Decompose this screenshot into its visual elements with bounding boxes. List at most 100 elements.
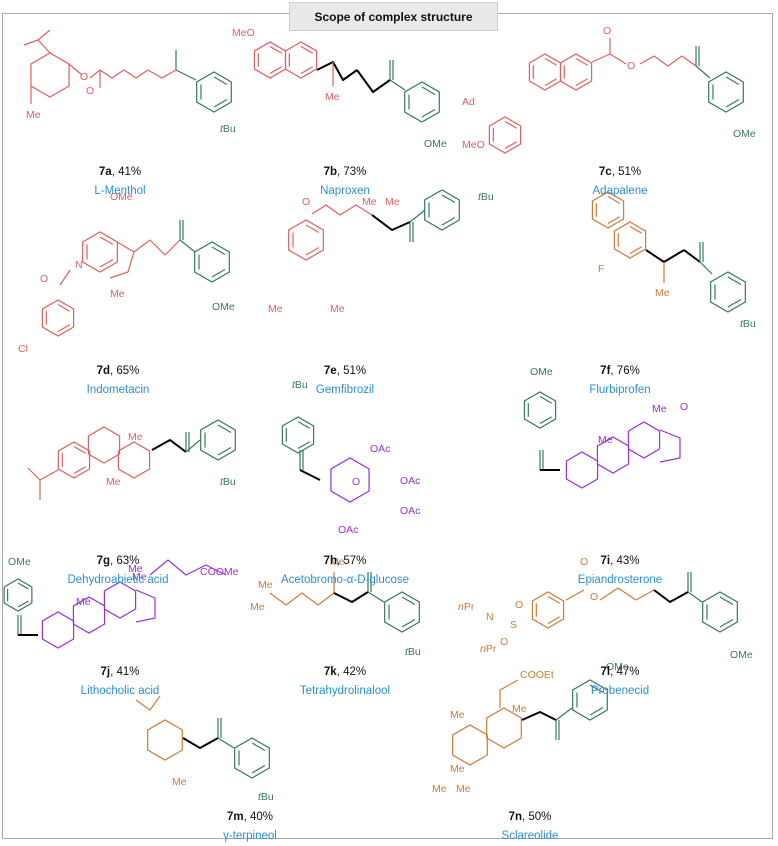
- atom-label-Me: Me: [655, 287, 670, 299]
- linker-chain: [683, 249, 701, 263]
- atom-label-Me: Me: [76, 596, 91, 608]
- cyclohexane-ring: [147, 719, 183, 761]
- aromatic-double-bond: [73, 466, 86, 475]
- compound-yield: , 57%: [337, 555, 367, 567]
- aromatic-double-bond: [725, 98, 740, 108]
- atom-label-tBu: tBu: [220, 123, 236, 135]
- compound-id: 7l: [600, 666, 611, 678]
- aromatic-double-bond: [547, 595, 560, 604]
- indole-pyrrole: [109, 241, 135, 279]
- linker-chain: [645, 249, 685, 263]
- atom-label-Me: Me: [128, 563, 143, 575]
- atom-label-tBu: tBu: [220, 476, 236, 488]
- atom-label-OMe: OMe: [212, 301, 235, 313]
- compound-id: 7k: [323, 666, 337, 678]
- ester-bond: [68, 63, 83, 76]
- compound-source-name: Naproxen: [320, 185, 370, 197]
- atom-label-Me: Me: [512, 703, 527, 715]
- aromatic-double-bond: [300, 45, 313, 54]
- aromatic-double-bond: [441, 194, 456, 204]
- compound-caption-7j: 7j, 41%Lithocholic acid: [0, 663, 240, 701]
- atom-label-OAc: OAc: [338, 524, 358, 536]
- decalin-ring-b: [486, 707, 522, 749]
- compound-id: 7a: [98, 166, 112, 178]
- figure-title: Scope of complex structure: [289, 2, 498, 31]
- atom-label-O: O: [627, 60, 635, 72]
- compound-yield: , 41%: [110, 666, 140, 678]
- compound-source-name: Sclareolide: [501, 830, 559, 842]
- compound-caption-7f: 7f, 76%Flurbiprofen: [500, 362, 740, 400]
- compound-yield: , 76%: [610, 365, 640, 377]
- bond: [695, 65, 711, 79]
- atom-label-Me: Me: [362, 196, 377, 208]
- aryl-ring-7k: [384, 591, 420, 633]
- atom-label-Me: Me: [385, 196, 400, 208]
- steroid-ring-d: [135, 589, 156, 623]
- atom-label-OAc: OAc: [370, 443, 390, 455]
- compound-id: 7n: [508, 811, 522, 823]
- atom-label-S: S: [510, 619, 517, 631]
- compound-yield: , 63%: [110, 555, 140, 567]
- aromatic-double-bond: [544, 78, 557, 87]
- compound-source-name: Flurbiprofen: [589, 384, 651, 396]
- aromatic-double-bond: [544, 57, 557, 66]
- aromatic-double-bond: [305, 246, 320, 256]
- compound-yield: , 51%: [336, 365, 367, 377]
- compound-yield: , 42%: [336, 666, 367, 678]
- compound-yield: , 73%: [337, 166, 367, 178]
- linker-chain: [639, 55, 697, 67]
- aryl-ring-7g: [200, 419, 236, 461]
- atom-label-Me: Me: [128, 431, 143, 443]
- compound-id: 7b: [323, 166, 337, 178]
- aromatic-double-bond: [401, 618, 416, 628]
- compound-yield: , 51%: [611, 166, 642, 178]
- atom-label-tBu: tBu: [405, 646, 421, 658]
- aromatic-double-bond: [213, 76, 228, 86]
- compound-label: 7b, 73%: [225, 163, 465, 182]
- atom-label-O: O: [40, 273, 48, 285]
- biphenyl-ring-a: [591, 191, 625, 229]
- adapalene-naph-a: [528, 53, 562, 91]
- linker-chain: [653, 589, 689, 603]
- aromatic-double-bond: [589, 684, 604, 694]
- atom-label-OMe: OMe: [606, 661, 629, 673]
- aromatic-double-bond: [217, 424, 232, 434]
- aromatic-double-bond: [99, 236, 114, 246]
- compound-source-name: Lithocholic acid: [80, 685, 160, 697]
- abietane-ring-b: [87, 426, 121, 464]
- compound-label: 7k, 42%: [225, 663, 465, 682]
- menthyl-ring: [30, 52, 70, 98]
- linker-chain: [521, 711, 557, 721]
- aryl-ring-7e: [424, 189, 460, 231]
- linker-chain: [182, 737, 219, 749]
- compound-caption-7g: 7g, 63%Dehydroabietic acid: [0, 552, 238, 590]
- aromatic-double-bond: [217, 446, 232, 456]
- compound-id: 7e: [323, 365, 337, 377]
- atom-label-OMe: OMe: [8, 556, 31, 568]
- aromatic-double-bond: [441, 216, 456, 226]
- aromatic-double-bond: [269, 66, 282, 75]
- atom-label-tBu: tBu: [478, 191, 494, 203]
- compound-label: 7l, 47%: [500, 663, 740, 682]
- atom-label-tBu: tBu: [740, 318, 756, 330]
- aromatic-double-bond: [269, 45, 282, 54]
- bond: [389, 79, 406, 91]
- compound-yield: , 47%: [610, 666, 640, 678]
- aromatic-double-bond: [57, 303, 70, 312]
- atom-label-O: O: [500, 636, 508, 648]
- atom-label-Me: Me: [26, 109, 41, 121]
- linker-chain: [311, 204, 373, 216]
- linker-chain: [333, 591, 369, 603]
- aryl-ring-7n: [572, 679, 608, 721]
- aromatic-double-bond: [297, 441, 310, 450]
- compound-source-name: γ-terpineol: [223, 830, 277, 842]
- atom-label-O: O: [590, 591, 598, 603]
- compound-yield: , 41%: [111, 166, 142, 178]
- naphthalene-ring-a: [253, 41, 287, 79]
- bond: [175, 69, 197, 81]
- steroid-ring-a: [565, 451, 599, 489]
- aryl-ring-7l: [702, 591, 738, 633]
- aromatic-double-bond: [539, 416, 552, 425]
- compound-label: 7d, 65%: [0, 362, 238, 381]
